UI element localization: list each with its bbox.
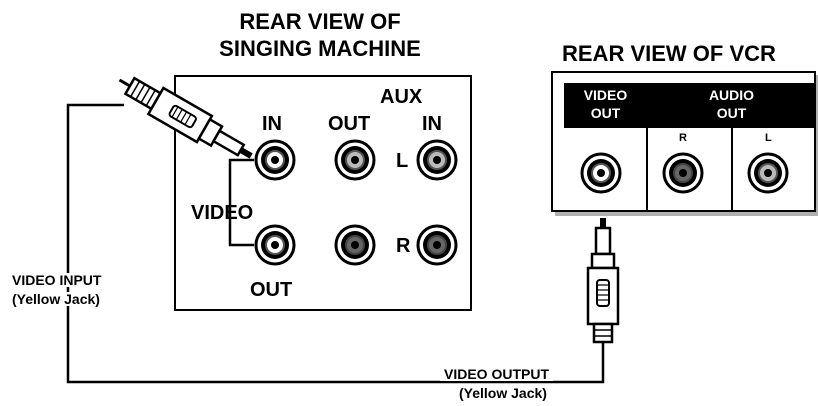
jack-aux-in-r-icon <box>416 224 458 266</box>
jack-video-out-icon <box>254 224 296 266</box>
vcr-audio-out-line1: AUDIO <box>708 87 755 103</box>
vcr-header-bar <box>564 83 816 128</box>
video-input-label-line1: VIDEO INPUT <box>10 272 104 288</box>
right-channel-label: R <box>396 235 411 257</box>
video-label: VIDEO <box>191 202 254 224</box>
vcr-video-out-line1: VIDEO <box>583 87 628 103</box>
singing-machine-title-line1: REAR VIEW OF <box>239 9 401 34</box>
video-input-label-line2: (Yellow Jack) <box>10 291 102 307</box>
video-bracket-line <box>228 158 254 247</box>
jack-video-in-icon <box>254 139 296 181</box>
vcr-left-channel-label: L <box>765 132 772 144</box>
aux-out-label: OUT <box>328 113 371 135</box>
aux-label: AUX <box>380 86 423 108</box>
vcr-audio-out-line2: OUT <box>716 105 747 121</box>
video-output-label-line1: VIDEO OUTPUT <box>440 367 554 381</box>
left-channel-label: L <box>396 150 409 172</box>
jack-aux-in-l-icon <box>416 139 458 181</box>
jack-aux-out-l-icon <box>334 139 376 181</box>
video-cable-wire <box>66 103 605 384</box>
vcr-jack-audio-l-icon <box>747 152 789 194</box>
video-in-label: IN <box>262 113 282 135</box>
vcr-title: REAR VIEW OF VCR <box>562 41 776 66</box>
singing-machine-title-line2: SINGING MACHINE <box>219 36 421 61</box>
video-out-label: OUT <box>250 279 293 301</box>
vcr-video-out-line2: OUT <box>590 105 621 121</box>
vcr-jack-audio-r-icon <box>662 152 704 194</box>
rca-plug-video-input-icon <box>118 76 253 159</box>
jack-aux-out-r-icon <box>334 224 376 266</box>
video-output-label-line2: (Yellow Jack) <box>455 386 551 400</box>
singing-machine-rear-panel <box>174 75 472 311</box>
vcr-right-channel-label: R <box>679 132 687 144</box>
aux-in-label: IN <box>422 113 442 135</box>
rca-plug-video-output-icon <box>586 218 620 344</box>
vcr-jack-video-out-icon <box>580 152 622 194</box>
vcr-rear-panel <box>551 71 816 212</box>
